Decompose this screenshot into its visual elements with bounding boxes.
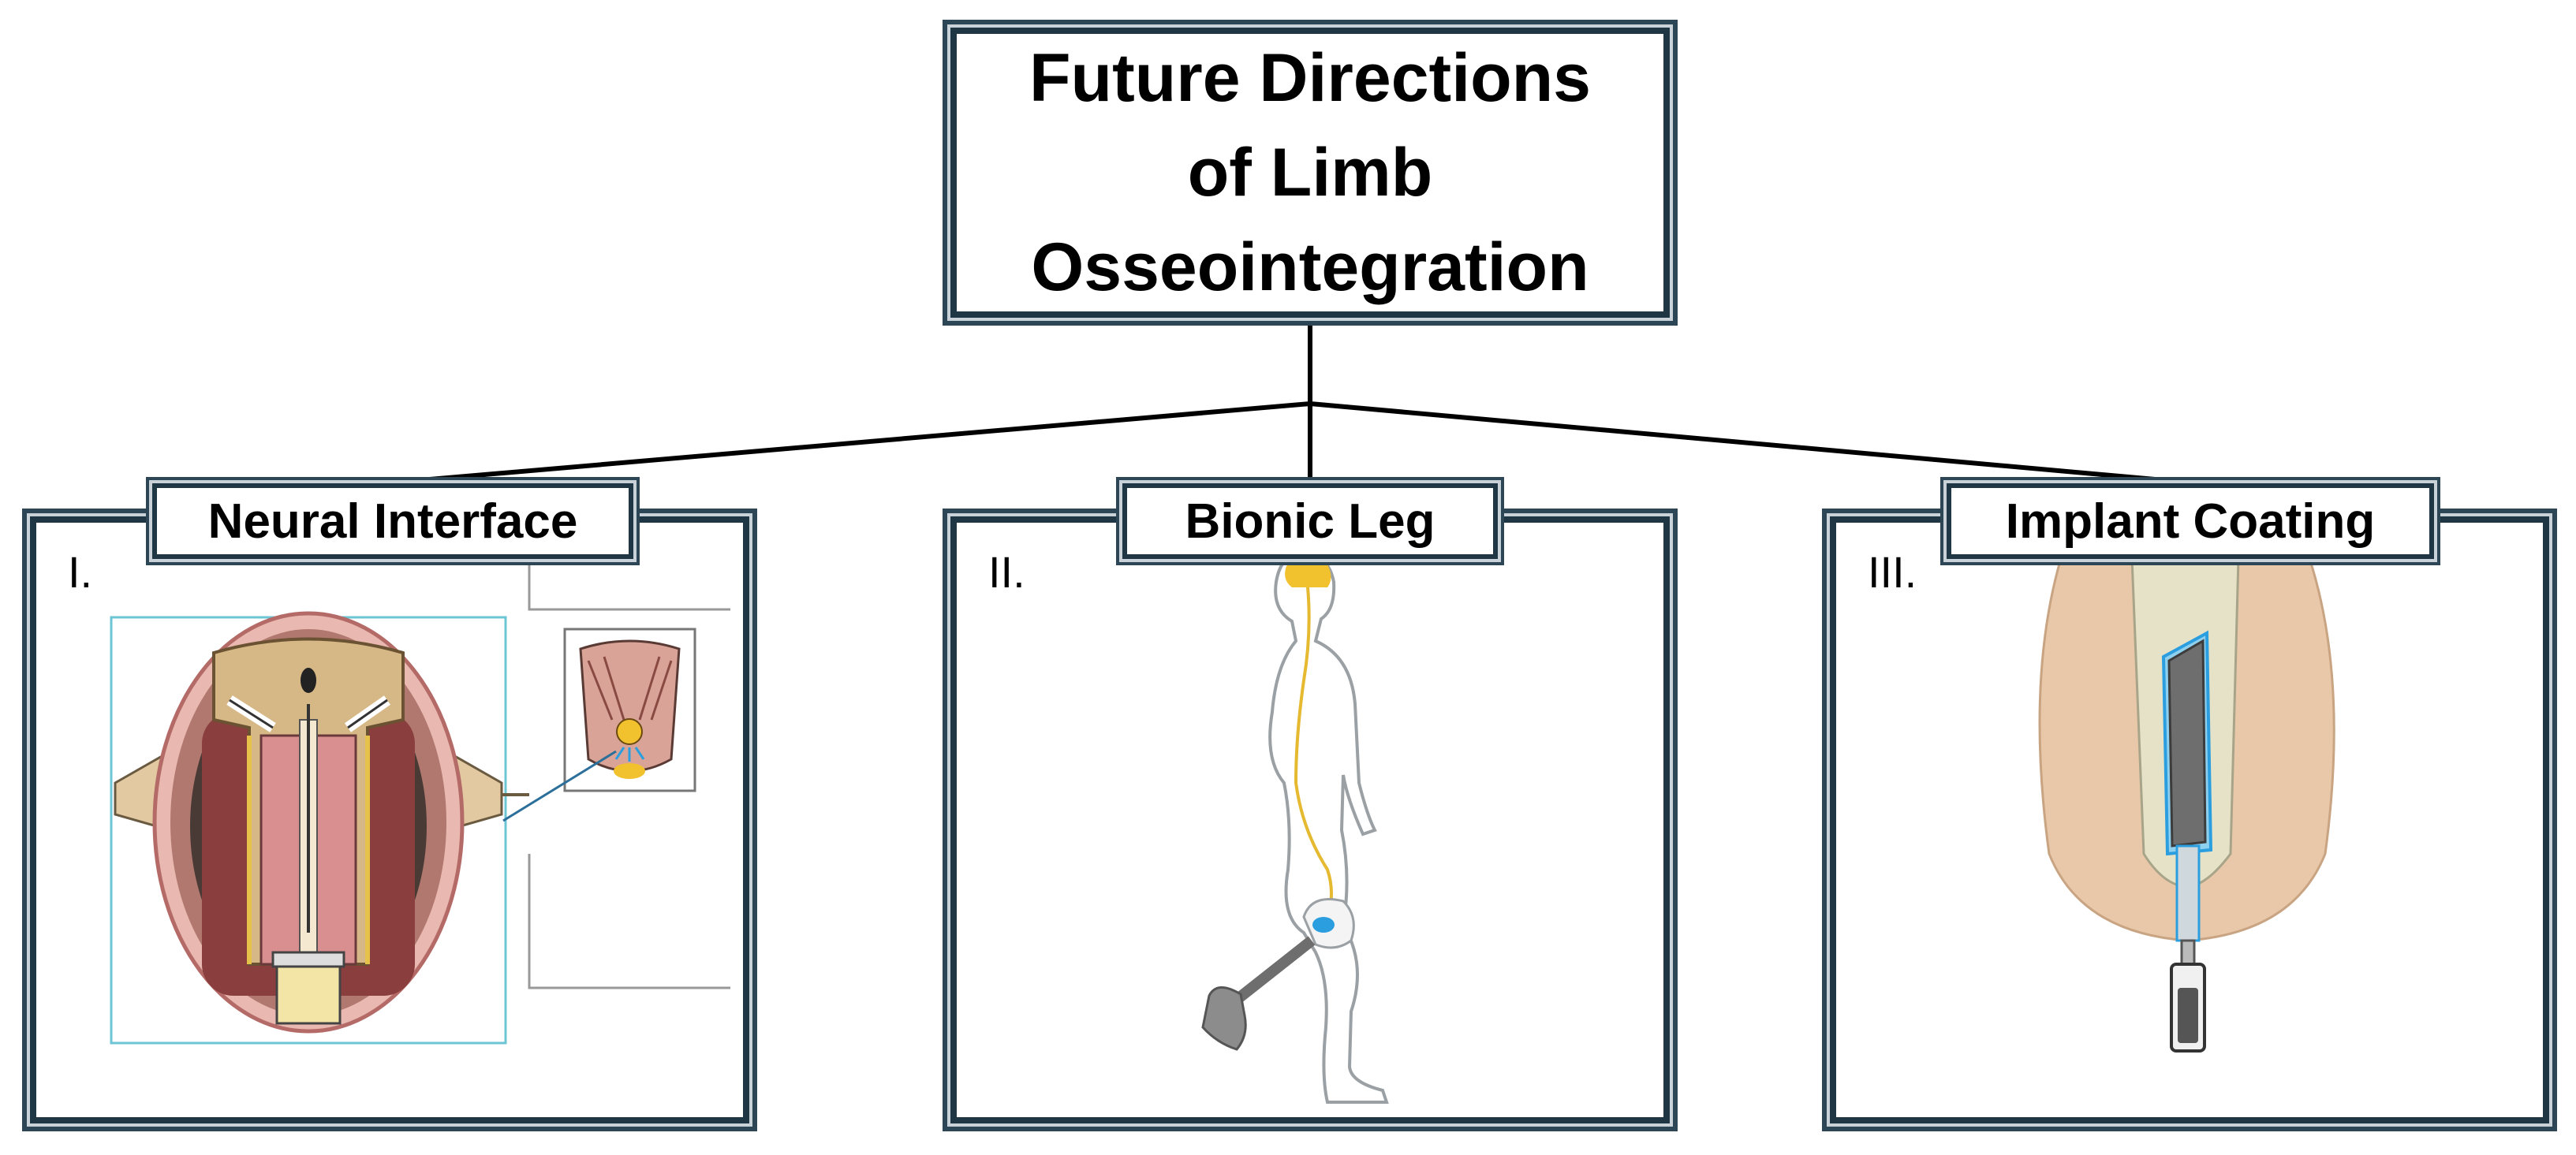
panel-3-numeral: III.	[1868, 547, 1917, 597]
panel-bionic-leg: II.	[950, 516, 1670, 1123]
implant-coating-illustration	[2038, 551, 2335, 1053]
panel-1-numeral: I.	[68, 547, 93, 597]
title-line-2: of Limb	[1187, 135, 1433, 211]
title-line-1: Future Directions	[1029, 40, 1591, 116]
title-box: Future Directions of Limb Osseointegrati…	[950, 28, 1670, 318]
title-line-3: Osseointegration	[1031, 229, 1589, 305]
panel-implant-coating: III.	[1830, 516, 2549, 1123]
panel-neural-interface: I.	[30, 516, 749, 1123]
bionic-leg-illustration	[1201, 552, 1389, 1104]
label-neural-interface: Neural Interface	[152, 483, 633, 559]
label-bionic-leg: Bionic Leg	[1122, 483, 1498, 559]
label-implant-coating: Implant Coating	[1947, 483, 2434, 559]
neural-interface-illustration	[110, 550, 730, 1045]
panel-2-numeral: II.	[988, 547, 1025, 597]
diagram-title: Future Directions of Limb Osseointegrati…	[1029, 31, 1591, 315]
